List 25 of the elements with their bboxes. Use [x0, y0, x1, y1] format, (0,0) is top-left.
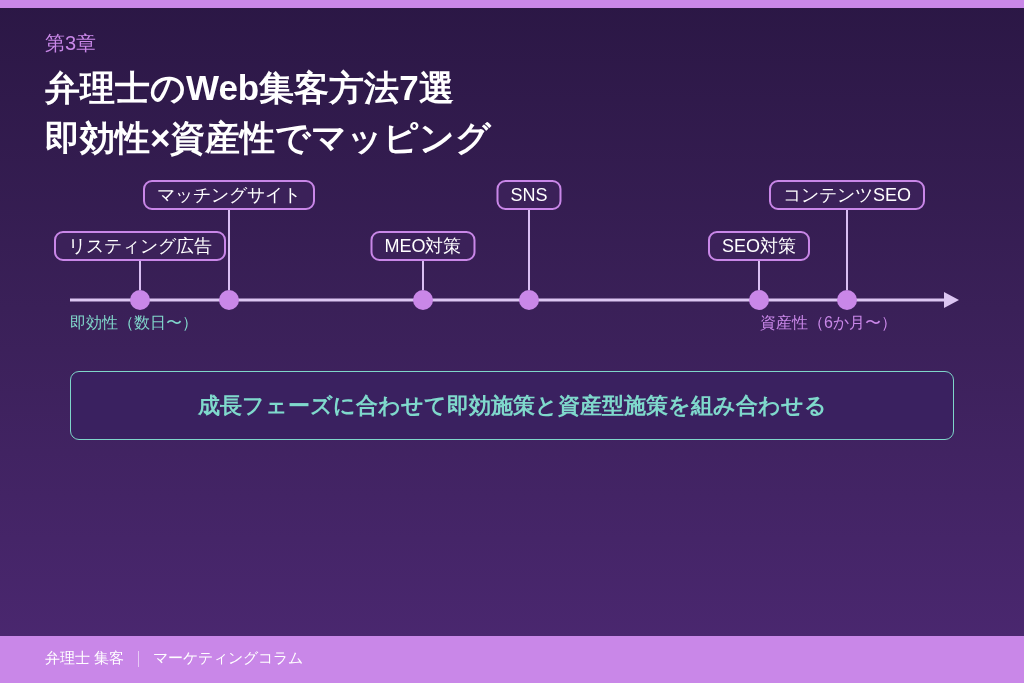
- timeline-dot: [837, 290, 857, 310]
- timeline-dot: [749, 290, 769, 310]
- label-tag: SEO対策: [708, 231, 810, 261]
- leader-line: [228, 209, 230, 291]
- leader-line: [528, 209, 530, 291]
- axis-label: 即効性（数日〜）: [70, 313, 198, 333]
- label-tag: リスティング広告: [54, 231, 226, 261]
- label-tag: マッチングサイト: [143, 180, 315, 210]
- leader-line: [139, 260, 141, 291]
- message-box: 成長フェーズに合わせて即効施策と資産型施策を組み合わせる: [70, 371, 954, 440]
- timeline-dot: [519, 290, 539, 310]
- axis-label: 資産性（6か月〜）: [760, 313, 897, 333]
- timeline-dot: [219, 290, 239, 310]
- label-tag: SNS: [496, 180, 562, 210]
- timeline-dot: [130, 290, 150, 310]
- footer-text: マーケティングコラム: [153, 649, 304, 668]
- title: 弁理士のWeb集客方法7選即効性×資産性でマッピング: [45, 67, 492, 159]
- footer-text: 弁理士 集客: [45, 649, 125, 668]
- timeline-dot: [413, 290, 433, 310]
- leader-line: [422, 260, 424, 291]
- leader-line: [758, 260, 760, 291]
- label-tag: コンテンツSEO: [769, 180, 925, 210]
- label-tag: MEO対策: [370, 231, 476, 261]
- chapter-label: 第3章: [45, 31, 97, 56]
- leader-line: [846, 209, 848, 291]
